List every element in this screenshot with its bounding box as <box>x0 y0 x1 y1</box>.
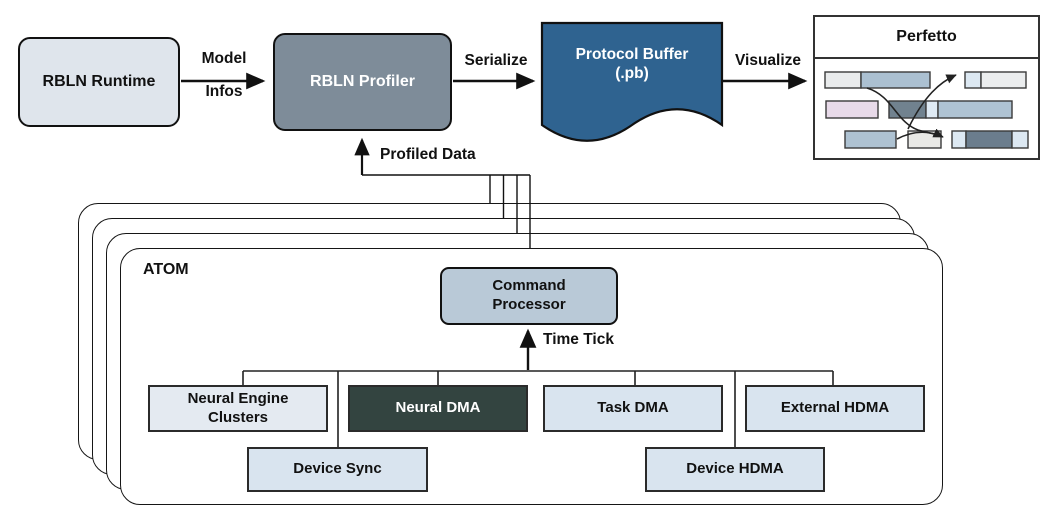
rbln-profiler-box: RBLN Profiler <box>273 33 452 131</box>
protocol-buffer-label: Protocol Buffer (.pb) <box>542 38 722 90</box>
neural-engine-clusters-label-line2: Clusters <box>207 408 269 426</box>
unit-external-hdma: External HDMA <box>745 385 925 432</box>
edge-label-time-tick: Time Tick <box>543 331 614 348</box>
edge-label-visualize: Visualize <box>734 52 802 69</box>
external-hdma-label: External HDMA <box>780 399 890 417</box>
edge-label-serialize: Serialize <box>464 52 528 69</box>
atom-title: ATOM <box>143 261 189 278</box>
command-processor-label-line2: Processor <box>492 296 566 313</box>
unit-device-sync: Device Sync <box>247 447 428 492</box>
protocol-buffer-document-icon <box>540 21 724 142</box>
neural-dma-label: Neural DMA <box>395 399 481 417</box>
edge-label-infos: Infos <box>205 83 243 100</box>
rbln-runtime-label: RBLN Runtime <box>42 73 156 90</box>
protocol-buffer-label-line2: (.pb) <box>615 65 649 82</box>
edge-label-model: Model <box>201 50 247 67</box>
rbln-runtime-box: RBLN Runtime <box>18 37 180 127</box>
protocol-buffer-shape <box>540 21 724 142</box>
perfetto-panel: Perfetto <box>813 15 1040 160</box>
device-sync-label: Device Sync <box>293 460 382 478</box>
device-hdma-label: Device HDMA <box>686 460 784 478</box>
rbln-profiler-label: RBLN Profiler <box>310 73 415 90</box>
unit-neural-dma: Neural DMA <box>348 385 528 432</box>
unit-task-dma: Task DMA <box>543 385 723 432</box>
command-processor-box: Command Processor <box>440 267 618 325</box>
perfetto-title: Perfetto <box>815 17 1038 59</box>
edge-label-profiled-data: Profiled Data <box>380 146 476 163</box>
protocol-buffer-label-line1: Protocol Buffer <box>575 45 689 63</box>
neural-engine-clusters-label-line1: Neural Engine <box>187 389 289 407</box>
command-processor-label-line1: Command <box>492 277 566 295</box>
unit-neural-engine-clusters: Neural Engine Clusters <box>148 385 328 432</box>
task-dma-label: Task DMA <box>597 399 669 417</box>
unit-device-hdma: Device HDMA <box>645 447 825 492</box>
